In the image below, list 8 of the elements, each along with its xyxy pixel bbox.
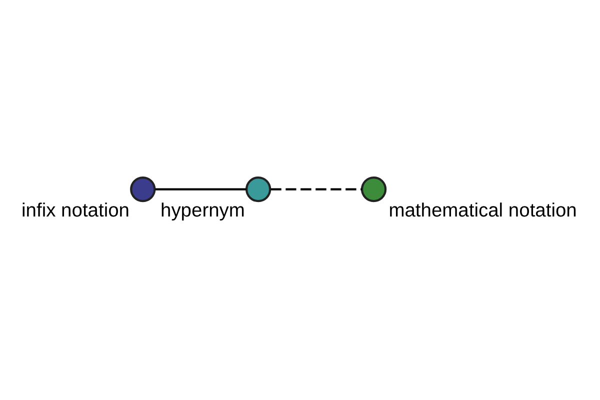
node-circle [245, 176, 272, 202]
node-label: hypernym [160, 200, 245, 222]
node-label: mathematical notation [388, 200, 577, 222]
node-label: infix notation [22, 200, 130, 222]
node-circle [130, 176, 156, 202]
node-circle [360, 176, 387, 202]
connector [155, 188, 246, 190]
connector [270, 188, 362, 190]
